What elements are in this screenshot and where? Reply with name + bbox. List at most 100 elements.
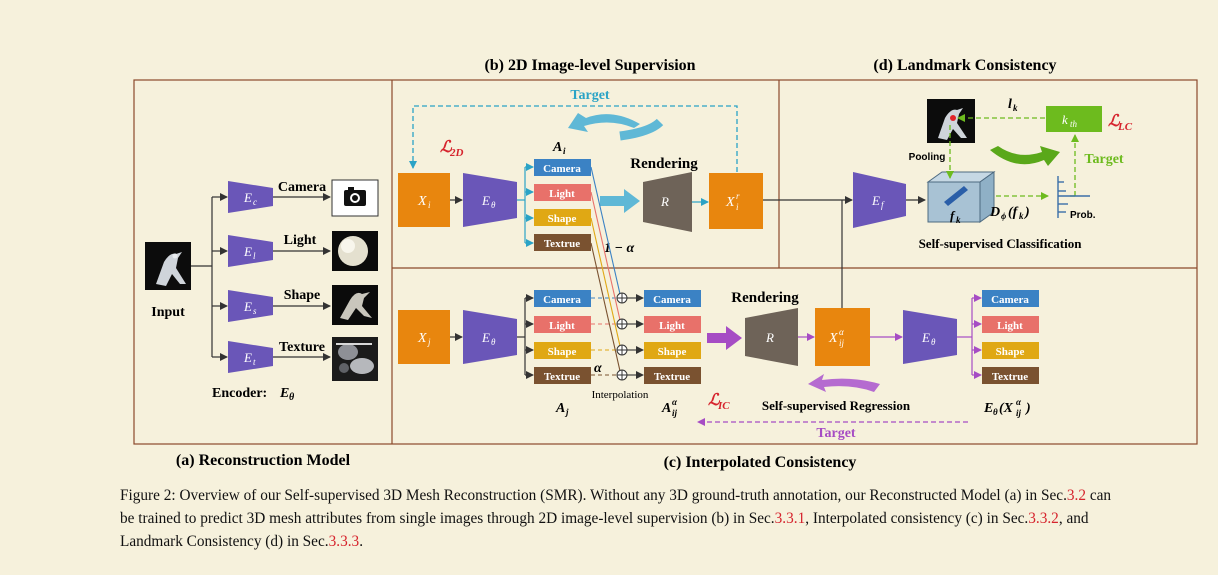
prob-label: Prob. — [1070, 210, 1096, 221]
svg-text:θ: θ — [993, 407, 998, 417]
svg-text:ℒ: ℒ — [440, 139, 453, 156]
encoder-texture: E t — [228, 341, 273, 373]
svg-text:E: E — [921, 330, 930, 345]
svg-text:Light: Light — [659, 320, 685, 332]
panel-c-title: (c) Interpolated Consistency — [664, 454, 857, 471]
svg-text:A: A — [555, 401, 565, 416]
panel-c-target-label: Target — [816, 426, 855, 441]
svg-text:A: A — [552, 140, 562, 155]
branch-light-label: Light — [284, 233, 317, 248]
svg-text:Textrue: Textrue — [654, 371, 690, 383]
panel-c: X j E θ Camera Light Shape Text — [398, 166, 1039, 441]
svg-text:R: R — [660, 194, 669, 209]
svg-text:ij: ij — [1016, 408, 1022, 418]
panel-b-title: (b) 2D Image-level Supervision — [484, 57, 695, 74]
render-arrow-c — [707, 326, 742, 350]
smr-overview-diagram: (b) 2D Image-level Supervision (d) Landm… — [133, 57, 1198, 471]
cycle-arrow-purple-icon — [808, 374, 880, 392]
encoder-theta-b — [463, 173, 517, 227]
svg-text:f: f — [881, 200, 885, 210]
render-arrow-b — [600, 189, 640, 213]
caption-ref-3-3-1[interactable]: 3.3.1 — [774, 510, 806, 527]
caption-end: . — [359, 533, 364, 550]
encoder-theta-c — [463, 310, 517, 364]
cycle-arrow-blue-icon — [568, 113, 664, 141]
panel-d-target-label: Target — [1084, 152, 1123, 167]
caption-ref-3-2[interactable]: 3.2 — [1066, 487, 1087, 504]
svg-text:E: E — [243, 190, 252, 205]
branch-shape-label: Shape — [284, 288, 321, 303]
image-xi-box — [398, 173, 450, 227]
panel-d: E f Pooling f k l k k — [853, 97, 1133, 251]
svg-text:Shape: Shape — [658, 346, 687, 358]
svg-text:E: E — [871, 193, 880, 208]
branch-texture-label: Texture — [279, 340, 325, 355]
svg-text:Camera: Camera — [543, 294, 581, 306]
svg-text:α: α — [672, 397, 678, 407]
svg-text:E: E — [279, 386, 289, 401]
camera-icon — [331, 179, 379, 217]
caption-mid1: can be trained to predict 3D mesh attrib… — [120, 487, 1112, 527]
panel-a: Input E c E l E s — [145, 179, 379, 403]
light-sphere-icon — [332, 231, 378, 271]
ai-sub: i — [563, 146, 566, 156]
attr-shape-cij: Shape — [644, 342, 701, 359]
attr-texture-b: Textrue — [534, 234, 591, 251]
svg-text:θ: θ — [289, 392, 295, 403]
loss-2d-label: 2D — [449, 147, 464, 159]
svg-text:ij: ij — [672, 408, 678, 418]
encoder-shape: E s — [228, 290, 273, 322]
loss-lc-label: LC — [1117, 121, 1133, 133]
caption-ref-3-3-2[interactable]: 3.3.2 — [1028, 510, 1059, 527]
attr-texture-cij: Textrue — [644, 367, 701, 384]
svg-text:E: E — [243, 350, 252, 365]
svg-text:E: E — [481, 193, 490, 208]
attr-shape-cout: Shape — [982, 342, 1039, 359]
attr-light-cout: Light — [982, 316, 1039, 333]
svg-text:i: i — [736, 202, 739, 212]
image-xj-box — [398, 310, 450, 364]
encoder-shape-sub: s — [253, 306, 257, 316]
shape-mesh-icon — [332, 285, 378, 325]
svg-text:X: X — [828, 331, 838, 346]
svg-text:Light: Light — [997, 320, 1023, 332]
svg-text:f: f — [950, 208, 956, 223]
encoder-light: E l — [228, 235, 273, 267]
interpolation-plus-icons — [616, 292, 628, 381]
svg-text:E: E — [243, 299, 252, 314]
encoder-f — [853, 172, 906, 228]
attr-light-b: Light — [534, 184, 591, 201]
svg-text:Textrue: Textrue — [992, 371, 1028, 383]
svg-text:th: th — [1070, 119, 1078, 129]
svg-text:Shape: Shape — [548, 213, 577, 225]
feature-cube — [926, 171, 996, 223]
svg-text:(f: (f — [1008, 205, 1019, 220]
kth-box — [1046, 106, 1102, 132]
svg-text:j: j — [427, 337, 431, 347]
caption-mid3: , and Landmark Consistency (d) in Sec. — [120, 510, 1089, 550]
svg-text:Light: Light — [549, 320, 575, 332]
svg-text:ϕ: ϕ — [1001, 211, 1006, 221]
svg-text:k: k — [1019, 211, 1024, 221]
landmark-point — [950, 115, 956, 121]
caption-ref-3-3-3[interactable]: 3.3.3 — [328, 533, 360, 550]
encoder-camera-sub: c — [253, 197, 257, 207]
attr-light-cj: Light — [534, 316, 591, 333]
svg-text:θ: θ — [931, 337, 936, 347]
attr-texture-cj: Textrue — [534, 367, 591, 384]
svg-text:X: X — [725, 195, 735, 210]
prob-bars-icon — [1057, 176, 1090, 218]
svg-text:r: r — [736, 191, 740, 201]
svg-text:ℒ: ℒ — [708, 392, 721, 409]
svg-text:R: R — [765, 330, 774, 345]
svg-text:θ: θ — [491, 200, 496, 210]
figure-caption: Figure 2: Overview of our Self-supervise… — [120, 484, 1120, 553]
svg-text:X: X — [417, 331, 427, 346]
panel-d-title: (d) Landmark Consistency — [873, 57, 1056, 74]
renderer-c — [745, 308, 798, 366]
svg-text:i: i — [428, 200, 431, 210]
svg-text:E: E — [481, 330, 490, 345]
svg-text:ij: ij — [839, 338, 845, 348]
attr-camera-cj: Camera — [534, 290, 591, 307]
caption-lead: Figure 2: Overview of our Self-supervise… — [120, 487, 1067, 504]
